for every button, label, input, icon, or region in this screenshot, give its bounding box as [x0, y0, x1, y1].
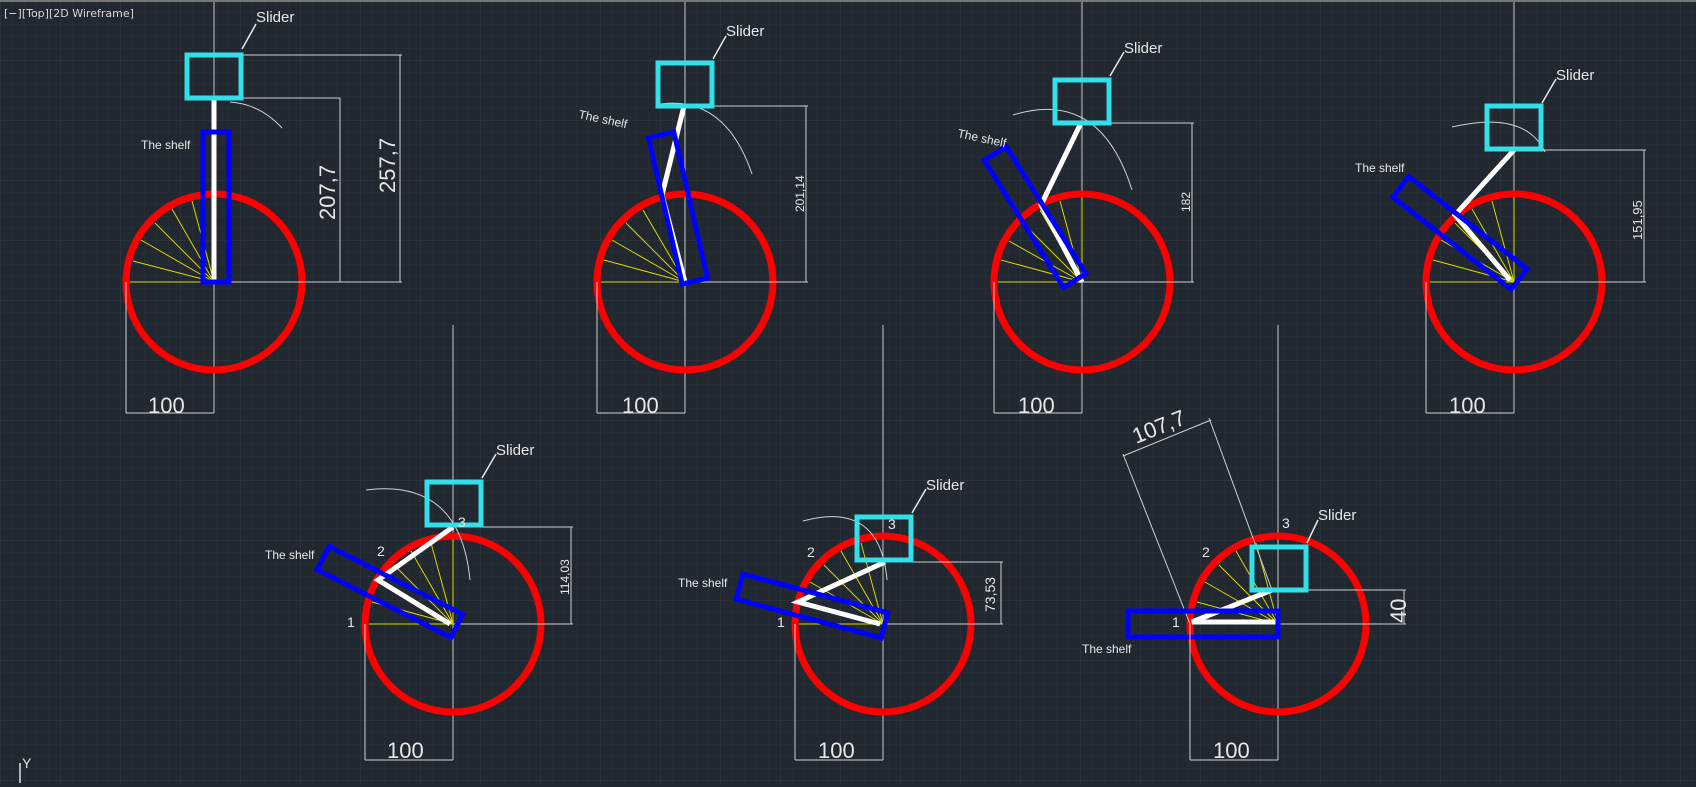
shelf-rect[interactable] [733, 570, 891, 642]
shelf-label: The shelf [1355, 161, 1405, 175]
arc [229, 101, 283, 129]
yellow-rays [601, 209, 686, 283]
dim-text: 73,53 [982, 577, 998, 612]
shelf-label: The shelf [265, 548, 315, 562]
linkage[interactable] [790, 559, 887, 627]
point-label: 3 [458, 514, 466, 530]
slider-label: Slider [1318, 507, 1356, 524]
slider-rect[interactable] [424, 479, 484, 528]
slider-rect[interactable] [184, 52, 244, 101]
mechanism-drawing-7[interactable]: Slider The shelf 1 2 3 40 107,7 100 [1082, 325, 1411, 763]
point-label: 3 [888, 516, 896, 532]
slider-rect[interactable] [1484, 103, 1544, 152]
radius-dim-text: 100 [622, 393, 659, 418]
shelf-rect[interactable] [645, 128, 711, 288]
point-label: 1 [347, 614, 355, 630]
dim-text: 182 [1179, 192, 1193, 212]
dim-text: 40 [1386, 599, 1411, 623]
slider-label: Slider [726, 23, 764, 40]
ucs-y-label: Y [22, 755, 32, 771]
shelf-rect[interactable] [1389, 173, 1531, 293]
leader [1109, 51, 1125, 77]
dim-text: 201,14 [793, 175, 807, 212]
leader [1541, 78, 1557, 104]
ucs-icon: Y [19, 755, 32, 783]
point-label: 2 [807, 544, 815, 560]
slider-label: Slider [926, 477, 964, 494]
viewport-label: [−][Top][2D Wireframe] [4, 7, 134, 20]
dim-line [1122, 419, 1212, 457]
shelf-rect[interactable] [1125, 608, 1281, 640]
radius-dim-text: 100 [148, 393, 185, 418]
leader [712, 35, 727, 60]
slider-rect[interactable] [655, 60, 715, 109]
mechanism-drawing-1[interactable]: Slider The shelf 207,7 257,7 100 [122, 2, 402, 418]
radius-dim-text: 100 [387, 738, 424, 763]
mechanism-drawing-4[interactable]: Slider The shelf 151,95 100 [1355, 2, 1646, 418]
slider-rect[interactable] [854, 514, 914, 563]
slider-label: Slider [1124, 40, 1162, 57]
dim-extension [1122, 453, 1191, 625]
arc [659, 102, 753, 175]
view-cube-menu[interactable]: [Top] [21, 7, 49, 20]
leader [1306, 519, 1319, 544]
slider-rect[interactable] [1052, 77, 1112, 126]
viewport-border [0, 0, 1696, 2]
dim-text: 114,03 [558, 559, 572, 595]
mechanism-drawing-5[interactable]: Slider The shelf 1 2 3 114,03 100 [265, 325, 573, 763]
radius-dim-text: 100 [1449, 393, 1486, 418]
dim-text: 207,7 [315, 165, 340, 220]
leader [481, 453, 497, 479]
point-label: 2 [377, 543, 385, 559]
dim-text: 257,7 [375, 138, 400, 193]
shelf-rect[interactable] [200, 129, 232, 285]
point-label: 3 [1282, 515, 1290, 531]
visual-style-menu[interactable]: [2D Wireframe] [48, 7, 134, 20]
radius-dim-text: 100 [1018, 393, 1055, 418]
shelf-rect[interactable] [313, 543, 467, 641]
shelf-rect[interactable] [980, 143, 1090, 291]
viewport-controls-menu[interactable]: [−] [4, 7, 22, 20]
slider-label: Slider [1556, 67, 1594, 84]
slider-rect[interactable] [1249, 544, 1309, 593]
dim-extension [1208, 417, 1273, 591]
dim-text: 151,95 [1630, 200, 1645, 240]
point-label: 1 [777, 614, 785, 630]
slider-label: Slider [496, 442, 534, 459]
radius-dim-text: 100 [818, 738, 855, 763]
mechanism-drawing-6[interactable]: Slider The shelf 1 2 3 73,53 100 [678, 325, 1003, 763]
point-label: 1 [1172, 614, 1180, 630]
leader [241, 23, 257, 50]
shelf-label: The shelf [678, 576, 728, 590]
shelf-label: The shelf [1082, 642, 1132, 656]
slider-label: Slider [256, 9, 294, 26]
radius-dim-text: 100 [1213, 738, 1250, 763]
mechanism-drawing-3[interactable]: Slider The shelf 182 100 [956, 2, 1194, 418]
linkage[interactable] [1191, 587, 1278, 625]
arc [365, 488, 471, 581]
leader [911, 488, 927, 514]
arc [1012, 108, 1133, 191]
mechanism-drawing-2[interactable]: Slider The shelf 201,14 100 [577, 2, 808, 418]
shelf-label: The shelf [141, 138, 191, 152]
linkage[interactable] [373, 524, 455, 627]
point-label: 2 [1202, 544, 1210, 560]
